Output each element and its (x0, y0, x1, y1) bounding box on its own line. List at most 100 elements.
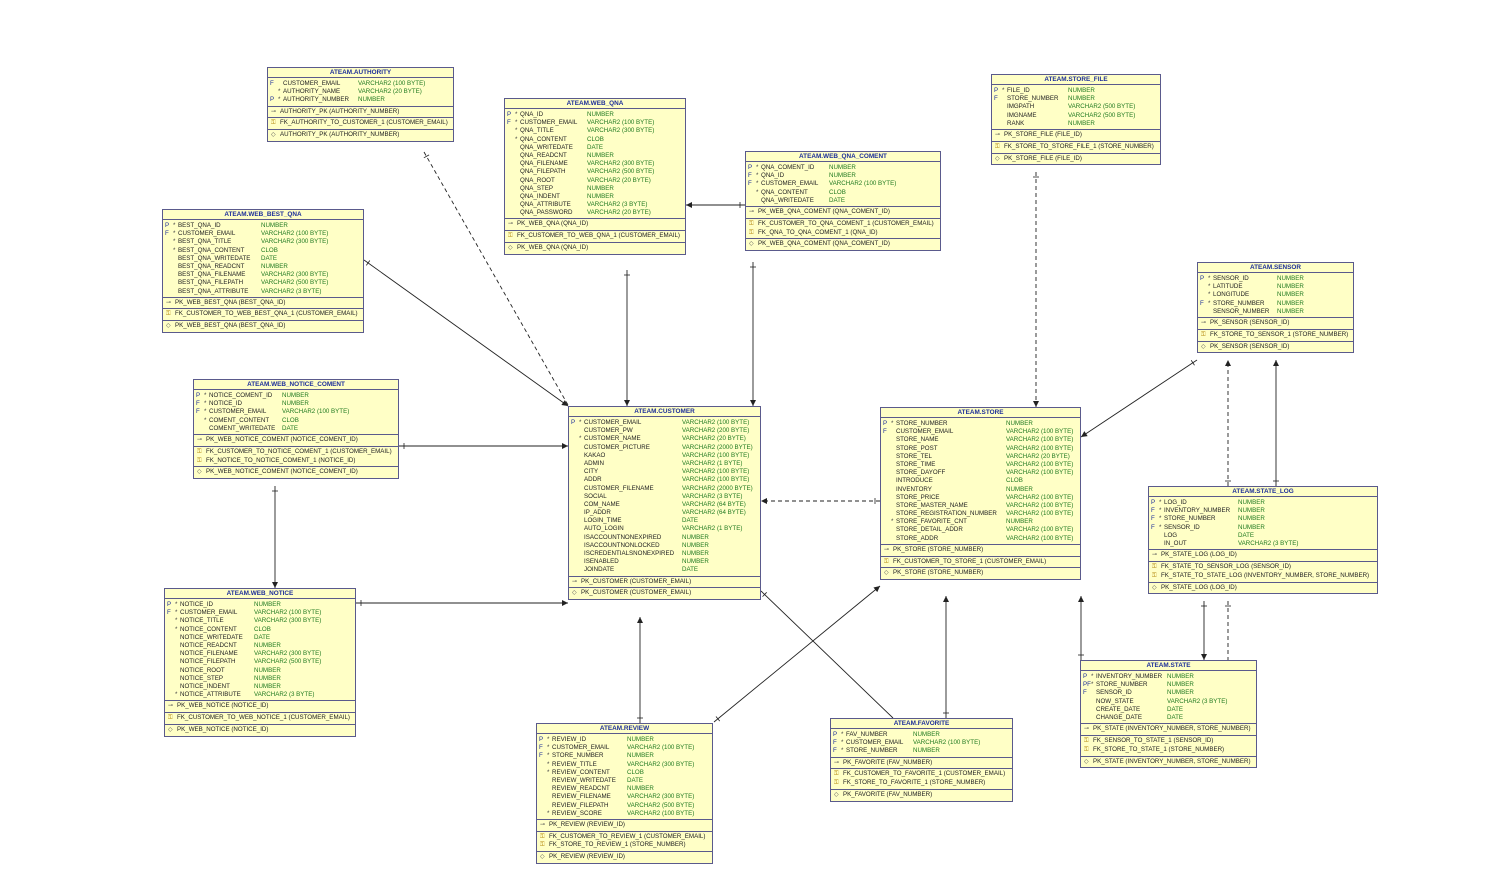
constraint-row[interactable]: ⚿FK_CUSTOMER_TO_STORE_1 (CUSTOMER_EMAIL) (881, 558, 1080, 567)
constraint-row[interactable]: ⊸PK_STATE_LOG (LOG_ID) (1149, 551, 1377, 560)
constraint-row[interactable]: ⚿FK_STORE_TO_STORE_FILE_1 (STORE_NUMBER) (992, 143, 1160, 152)
constraint-row[interactable]: ⚿FK_NOTICE_TO_NOTICE_COMENT_1 (NOTICE_ID… (194, 457, 398, 466)
constraint-row[interactable]: ⊸PK_WEB_NOTICE (NOTICE_ID) (165, 702, 355, 711)
constraint-row[interactable]: ⊸PK_STORE (STORE_NUMBER) (881, 546, 1080, 555)
constraint-row[interactable]: ⚿FK_CUSTOMER_TO_FAVORITE_1 (CUSTOMER_EMA… (831, 770, 1012, 779)
constraint-row[interactable]: ◇PK_WEB_QNA (QNA_ID) (505, 244, 685, 253)
constraint-row[interactable]: ◇PK_STORE_FILE (FILE_ID) (992, 155, 1160, 164)
constraint-row[interactable]: ⚿FK_AUTHORITY_TO_CUSTOMER_1 (CUSTOMER_EM… (268, 119, 453, 128)
constraint-row[interactable]: ◇PK_CUSTOMER (CUSTOMER_EMAIL) (569, 589, 760, 598)
constraint-row[interactable]: ⚿FK_CUSTOMER_TO_REVIEW_1 (CUSTOMER_EMAIL… (537, 833, 712, 842)
constraint-row[interactable]: ◇PK_REVIEW (REVIEW_ID) (537, 853, 712, 862)
link-favorite-customer[interactable] (760, 590, 894, 719)
constraint-row[interactable]: ◇PK_WEB_NOTICE_COMENT (NOTICE_COMENT_ID) (194, 468, 398, 477)
constraint-row[interactable]: ◇AUTHORITY_PK (AUTHORITY_NUMBER) (268, 131, 453, 140)
constraint-row[interactable]: ⚿FK_QNA_TO_QNA_COMENT_1 (QNA_ID) (746, 229, 940, 238)
constraint-row[interactable]: ⊸AUTHORITY_PK (AUTHORITY_NUMBER) (268, 108, 453, 117)
constraint-row[interactable]: ⚿FK_STATE_TO_STATE_LOG (INVENTORY_NUMBER… (1149, 572, 1377, 581)
constraint-row[interactable]: ⊸PK_WEB_NOTICE_COMENT (NOTICE_COMENT_ID) (194, 436, 398, 445)
constraint-row[interactable]: ◇PK_STORE (STORE_NUMBER) (881, 569, 1080, 578)
constraint-row[interactable]: ⚿FK_CUSTOMER_TO_WEB_NOTICE_1 (CUSTOMER_E… (165, 714, 355, 723)
constraint-row[interactable]: ⚿FK_STORE_TO_REVIEW_1 (STORE_NUMBER) (537, 841, 712, 850)
constraint-row[interactable]: ⚿FK_CUSTOMER_TO_NOTICE_COMENT_1 (CUSTOME… (194, 448, 398, 457)
constraint-row[interactable]: ⚿FK_CUSTOMER_TO_WEB_QNA_1 (CUSTOMER_EMAI… (505, 232, 685, 241)
constraint-row[interactable]: ◇PK_FAVORITE (FAV_NUMBER) (831, 791, 1012, 800)
constraint-row[interactable]: ⊸PK_REVIEW (REVIEW_ID) (537, 821, 712, 830)
constraint-row[interactable]: ◇PK_WEB_NOTICE (NOTICE_ID) (165, 726, 355, 735)
constraint-row[interactable]: ◇PK_WEB_QNA_COMENT (QNA_COMENT_ID) (746, 240, 940, 249)
constraint-row[interactable]: ⊸PK_FAVORITE (FAV_NUMBER) (831, 759, 1012, 768)
